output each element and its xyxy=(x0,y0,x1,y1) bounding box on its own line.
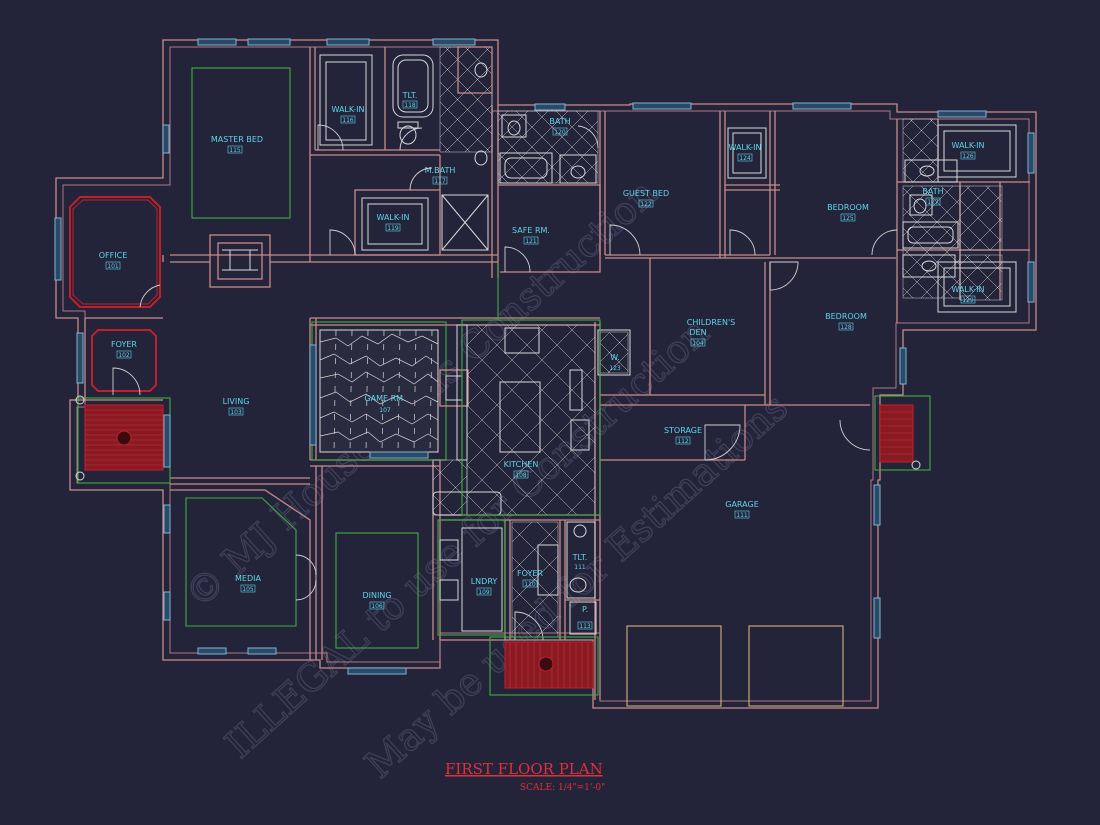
tlt-118-number: 118 xyxy=(404,102,416,109)
walk-in-129-number: 129 xyxy=(962,297,974,304)
foyer-110-label: FOYER xyxy=(517,569,543,578)
kitchen-number: 108 xyxy=(515,472,527,479)
safe-room: SAFE RM. 121 xyxy=(504,226,550,273)
walk-in-124-number: 124 xyxy=(739,155,751,162)
walk-in-126-number: 126 xyxy=(962,153,974,160)
walk-in-119-number: 119 xyxy=(387,225,399,232)
storage-number: 112 xyxy=(677,438,689,445)
storage-room: STORAGE 112 xyxy=(664,419,871,461)
game-rm-number: 107 xyxy=(379,407,391,414)
childrens-den-room: CHILDREN'S DEN 104 xyxy=(687,318,735,347)
laundry-label: LNDRY xyxy=(471,577,498,586)
bedroom-128-room: BEDROOM 128 xyxy=(769,261,867,331)
closet-123-number: 123 xyxy=(609,365,621,372)
master-bed-label: MASTER BED xyxy=(211,135,263,144)
dining-room: DINING 106 xyxy=(335,532,419,649)
scale-label: SCALE: 1/4"=1'-0" xyxy=(520,783,605,793)
walk-in-126-label: WALK-IN xyxy=(951,141,984,150)
game-rm-label: GAME RM. xyxy=(364,394,405,403)
media-number: 105 xyxy=(242,586,254,593)
office-room: OFFICE 101 xyxy=(69,196,161,308)
tlt-111-label: TLT. xyxy=(572,553,588,562)
m-bath-number: 117 xyxy=(434,178,446,185)
bath-120-number: 120 xyxy=(554,129,566,136)
walk-in-124-room: WALK-IN 124 xyxy=(727,127,767,256)
guest-bed-label: GUEST BED xyxy=(623,189,669,198)
foyer-102-label: FOYER xyxy=(111,340,137,349)
tlt-111-and-pantry: TLT. 111 P. 113 xyxy=(566,521,597,635)
bath-120-room: BATH 120 xyxy=(497,110,599,184)
kitchen-label: KITCHEN xyxy=(504,460,539,469)
tlt-118-label: TLT. xyxy=(402,91,418,100)
storage-label: STORAGE xyxy=(664,426,702,435)
foyer-102-room: FOYER 102 xyxy=(91,329,157,396)
laundry-room: LNDRY 109 xyxy=(437,519,506,636)
walk-in-116-label: WALK-IN xyxy=(331,105,364,114)
bath-127-label: BATH xyxy=(922,187,943,196)
bath-127-number: 127 xyxy=(927,199,939,206)
bedroom-128-number: 128 xyxy=(840,324,852,331)
guest-bed-number: 122 xyxy=(640,201,652,208)
dining-number: 106 xyxy=(371,603,383,610)
living-number: 103 xyxy=(230,409,242,416)
walk-in-119-label: WALK-IN xyxy=(376,213,409,222)
walk-in-116-number: 116 xyxy=(342,117,354,124)
guest-bed-room: GUEST BED 122 xyxy=(609,189,669,256)
back-porch xyxy=(489,636,599,696)
plan-title: FIRST FLOOR PLAN xyxy=(445,760,603,778)
interior-walls xyxy=(70,47,1030,700)
pantry-label: P. xyxy=(582,605,588,614)
safe-rm-label: SAFE RM. xyxy=(512,226,550,235)
childrens-den-number: 104 xyxy=(692,340,704,347)
walk-in-129-label: WALK-IN xyxy=(951,285,984,294)
foyer-102-number: 102 xyxy=(118,352,130,359)
media-room: MEDIA 105 xyxy=(170,489,317,660)
childrens-den-label: CHILDREN'S xyxy=(687,318,735,327)
game-room: GAME RM. 107 xyxy=(311,321,469,461)
title-block: FIRST FLOOR PLAN SCALE: 1/4"=1'-0" xyxy=(445,760,605,793)
living-room: LIVING 103 xyxy=(223,397,250,416)
garage-number: 111 xyxy=(736,512,748,519)
bedroom-128-label: BEDROOM xyxy=(825,312,867,321)
closet-123: W. 123 xyxy=(597,329,631,376)
garage-label: GARAGE xyxy=(725,500,759,509)
master-suite-closets: WALK-IN 116 TLT. 118 M.BATH 117 xyxy=(317,46,493,251)
bedroom-125-number: 125 xyxy=(842,215,854,222)
safe-rm-number: 121 xyxy=(525,238,537,245)
childrens-den-label-2: DEN xyxy=(689,328,706,337)
front-porch xyxy=(75,395,171,484)
right-wing-baths: WALK-IN 126 BATH 127 WALK-IN xyxy=(902,118,1017,313)
master-bed-number: 115 xyxy=(229,147,241,154)
living-label: LIVING xyxy=(223,397,250,406)
master-bed-room: MASTER BED 115 xyxy=(191,67,291,288)
tlt-111-number: 111 xyxy=(574,564,586,571)
garage-room: GARAGE 111 xyxy=(626,500,844,707)
m-bath-label: M.BATH xyxy=(425,166,456,175)
walk-in-124-label: WALK-IN xyxy=(728,143,761,152)
windows xyxy=(54,38,1035,675)
kitchen-room: KITCHEN 108 xyxy=(432,262,601,516)
media-label: MEDIA xyxy=(235,574,261,583)
laundry-number: 109 xyxy=(478,589,490,596)
bedroom-125-room: BEDROOM 125 xyxy=(827,203,898,256)
bath-120-label: BATH xyxy=(549,117,570,126)
foyer-110-room: FOYER 110 xyxy=(511,521,559,641)
foyer-110-number: 110 xyxy=(524,581,536,588)
side-porch xyxy=(874,395,931,471)
closet-123-label: W. xyxy=(610,353,620,362)
pantry-number: 113 xyxy=(579,623,591,630)
office-label: OFFICE xyxy=(99,251,128,260)
office-number: 101 xyxy=(107,263,119,270)
bedroom-125-label: BEDROOM xyxy=(827,203,869,212)
walk-in-119-room: WALK-IN 119 xyxy=(329,197,429,256)
dining-label: DINING xyxy=(362,591,391,600)
